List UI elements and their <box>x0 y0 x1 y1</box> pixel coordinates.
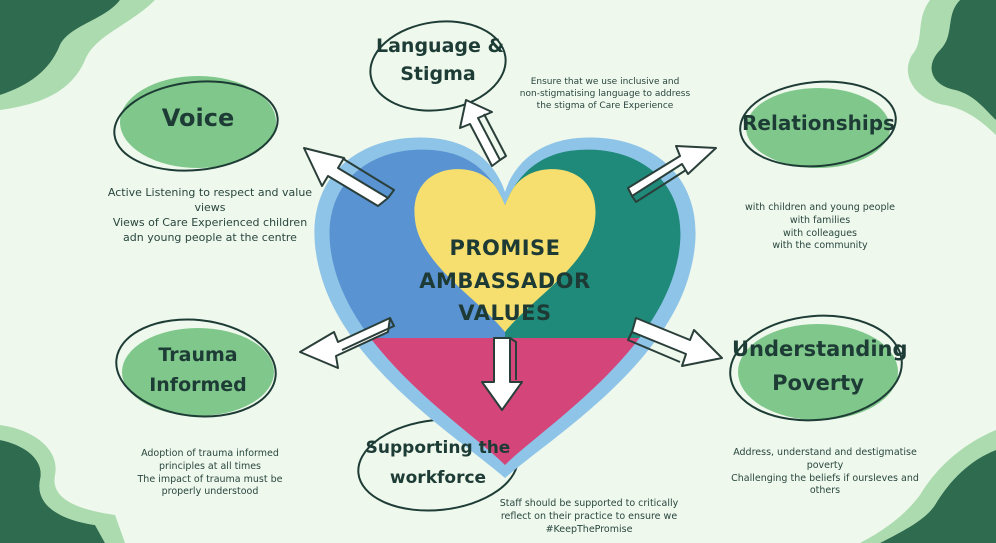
corner-decoration-bottom-right <box>860 430 996 543</box>
language-line: Ensure that we use inclusive and <box>530 77 680 87</box>
arrow-to-workforce <box>481 337 523 411</box>
poverty-title-line2: Poverty <box>772 370 864 395</box>
relationships-description: with children and young people with fami… <box>735 202 905 253</box>
poverty-description: Address, understand and destigmatise pov… <box>720 447 930 498</box>
arrow-to-relationships <box>627 145 717 203</box>
language-title-line2: Stigma <box>400 62 476 85</box>
voice-line: adn young people at the centre <box>123 230 297 244</box>
trauma-line: principles at all times <box>158 460 262 472</box>
corner-decoration-top-right <box>907 0 996 135</box>
center-title-line1: PROMISE AMBASSADOR <box>419 236 591 293</box>
language-stigma-oval <box>369 20 507 112</box>
voice-title: Voice <box>161 104 235 132</box>
center-title-line2: VALUES <box>458 301 552 326</box>
trauma-line: The impact of trauma must be <box>137 473 283 485</box>
arrow-to-poverty <box>627 317 723 367</box>
arrow-to-language <box>459 99 507 167</box>
language-line: the stigma of Care Experience <box>536 101 674 112</box>
poverty-line: Challenging the beliefs if oursleves and <box>731 472 919 484</box>
arrow-to-voice <box>303 147 395 207</box>
voice-description: Active Listening to respect and value vi… <box>70 186 350 245</box>
voice-oval <box>113 76 279 172</box>
workforce-line: Staff should be supported to critically <box>499 498 679 509</box>
poverty-line: others <box>809 485 841 497</box>
relationships-line: with children and young people <box>745 202 895 213</box>
understanding-poverty-title: Understanding Poverty <box>732 333 908 400</box>
workforce-description: Staff should be supported to critically … <box>478 498 700 536</box>
workforce-line: reflect on their practice to ensure we <box>500 510 678 522</box>
language-title-line1: Language & <box>376 35 505 57</box>
relationships-line: with the community <box>772 240 868 252</box>
poverty-line: Address, understand and destigmatise <box>733 447 917 458</box>
trauma-title-line1: Trauma <box>158 344 238 366</box>
understanding-poverty-oval <box>729 314 903 422</box>
voice-line: views <box>194 200 226 214</box>
arrow-to-trauma <box>299 317 395 369</box>
language-stigma-title: Language & Stigma <box>376 33 505 88</box>
voice-line: Views of Care Experienced children <box>112 215 308 229</box>
relationships-line: with families <box>789 214 851 226</box>
supporting-workforce-title: Supporting the workforce <box>356 434 520 494</box>
language-line: non-stigmatising language to address <box>519 89 691 100</box>
poverty-line: poverty <box>806 459 844 471</box>
language-description: Ensure that we use inclusive and non-sti… <box>510 76 700 112</box>
trauma-title-line2: Informed <box>149 374 247 397</box>
workforce-title-line2: workforce <box>389 467 487 488</box>
relationships-title: Relationships <box>742 111 895 135</box>
voice-line: Active Listening to respect and value <box>107 186 313 199</box>
trauma-description: Adoption of trauma informed principles a… <box>100 448 320 499</box>
corner-decoration-bottom-left <box>0 425 125 543</box>
relationships-line: with colleagues <box>782 227 857 239</box>
trauma-informed-title: Trauma Informed <box>140 340 256 401</box>
relationships-oval <box>739 80 897 168</box>
corner-decoration-top-left <box>0 0 155 110</box>
workforce-line: #KeepThePromise <box>545 523 633 535</box>
trauma-line: Adoption of trauma informed <box>141 448 279 459</box>
trauma-informed-oval <box>115 318 277 418</box>
poverty-title-line1: Understanding <box>732 337 908 361</box>
workforce-title-line1: Supporting the <box>365 438 511 458</box>
center-title: PROMISE AMBASSADOR VALUES <box>360 232 650 330</box>
trauma-line: properly understood <box>161 486 259 498</box>
